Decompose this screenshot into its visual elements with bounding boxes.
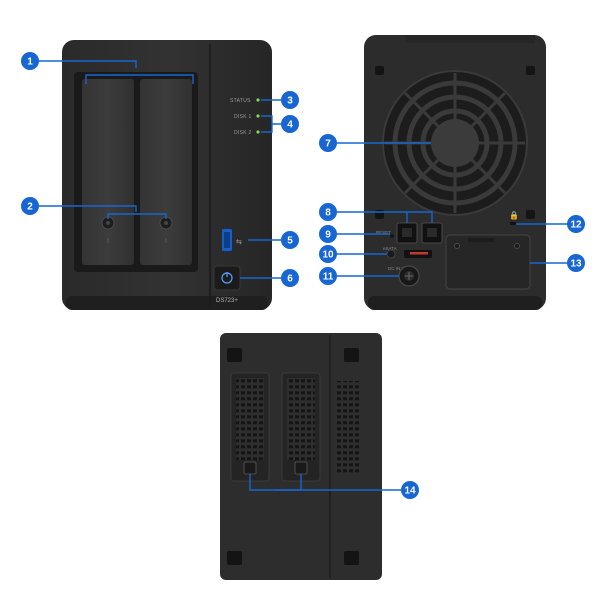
callout-circle	[21, 52, 39, 70]
callout-4: 4	[281, 115, 299, 133]
leader-2-bracket	[107, 213, 167, 219]
led-label-disk1: DISK 1	[234, 114, 252, 120]
memory-cover-left	[230, 372, 270, 482]
fan-screw-tr	[526, 66, 535, 75]
kensington-lock-icon: 🔒	[509, 211, 519, 220]
callout-number: 5	[287, 236, 293, 247]
callout-number: 7	[325, 139, 331, 150]
callout-2: 2	[21, 197, 39, 215]
memory-cover-right	[281, 372, 321, 482]
status-led	[256, 98, 260, 102]
drive-tray-1	[82, 79, 134, 265]
callout-13: 13	[567, 254, 585, 272]
leader-1	[30, 60, 137, 68]
drive-tray-2	[140, 79, 192, 265]
callout-number: 14	[404, 486, 416, 497]
memory-screw-left	[243, 461, 257, 475]
bottom-vent-right	[335, 381, 361, 475]
fan-screw-br	[526, 210, 535, 219]
callout-circle	[319, 203, 337, 221]
callout-1: 1	[21, 52, 39, 70]
callout-lines	[30, 60, 576, 491]
callout-14: 14	[401, 481, 419, 499]
callout-9: 9	[319, 225, 337, 243]
foot-tr	[344, 348, 359, 362]
power-button	[213, 265, 241, 291]
leader-1-bracket	[85, 74, 194, 84]
esata-screw	[386, 249, 396, 259]
callout-circle	[319, 225, 337, 243]
callout-number: 3	[287, 96, 293, 107]
callout-circle	[401, 481, 419, 499]
kensington-slot	[510, 222, 516, 225]
led-label-disk2: DISK 2	[234, 130, 252, 136]
callout-circle	[319, 134, 337, 152]
callout-number: 13	[570, 259, 582, 270]
reset-button	[390, 234, 394, 238]
callout-circle	[281, 91, 299, 109]
leader-2	[30, 205, 137, 212]
fan-hub	[431, 119, 479, 167]
bottom-view	[220, 333, 382, 580]
callout-circle	[319, 267, 337, 285]
reset-label: RESET	[376, 230, 391, 235]
fan	[375, 66, 535, 219]
callout-10: 10	[319, 245, 337, 263]
callout-number: 6	[287, 274, 293, 285]
callout-number: 2	[27, 202, 33, 213]
led-label-status: STATUS	[230, 98, 251, 104]
pcie-slot-cover	[445, 234, 531, 290]
callout-number: 12	[570, 220, 582, 231]
fan-screw-tl	[375, 66, 384, 75]
callout-circle	[319, 245, 337, 263]
back-top-ridge	[405, 35, 535, 43]
front-view: STATUS DISK 1 DISK 2 ⇆ DS723+	[62, 40, 272, 310]
usb-icon: ⇆	[236, 238, 242, 246]
back-view: RESET eSATA DC IN 12V 🔒	[364, 35, 546, 310]
foot-tl	[227, 348, 242, 362]
callout-12: 12	[567, 215, 585, 233]
callout-circle	[281, 269, 299, 287]
callout-11: 11	[319, 267, 337, 285]
callout-circle	[567, 215, 585, 233]
front-chassis-bottom-shadow	[66, 296, 268, 310]
callout-6: 6	[281, 269, 299, 287]
callout-number: 4	[287, 120, 293, 131]
callout-number: 9	[325, 230, 331, 241]
leader-8	[328, 211, 433, 223]
lan-ports	[396, 222, 443, 244]
callout-circle	[21, 197, 39, 215]
callout-circle	[567, 254, 585, 272]
callout-7: 7	[319, 134, 337, 152]
callout-3: 3	[281, 91, 299, 109]
dc-in-label: DC IN 12V	[388, 266, 410, 271]
callout-number: 10	[322, 250, 334, 261]
foot-br	[344, 551, 359, 565]
callout-number: 1	[27, 57, 33, 68]
callout-8: 8	[319, 203, 337, 221]
esata-label: eSATA	[383, 246, 397, 251]
callout-number: 8	[325, 208, 331, 219]
disk1-led	[256, 114, 260, 118]
callout-5: 5	[281, 231, 299, 249]
callout-circle	[281, 115, 299, 133]
model-label: DS723+	[216, 298, 238, 304]
foot-bl	[227, 551, 242, 565]
callout-circle	[281, 231, 299, 249]
disk2-led	[256, 130, 260, 134]
memory-screw-right	[294, 461, 308, 475]
callout-number: 11	[323, 272, 334, 283]
